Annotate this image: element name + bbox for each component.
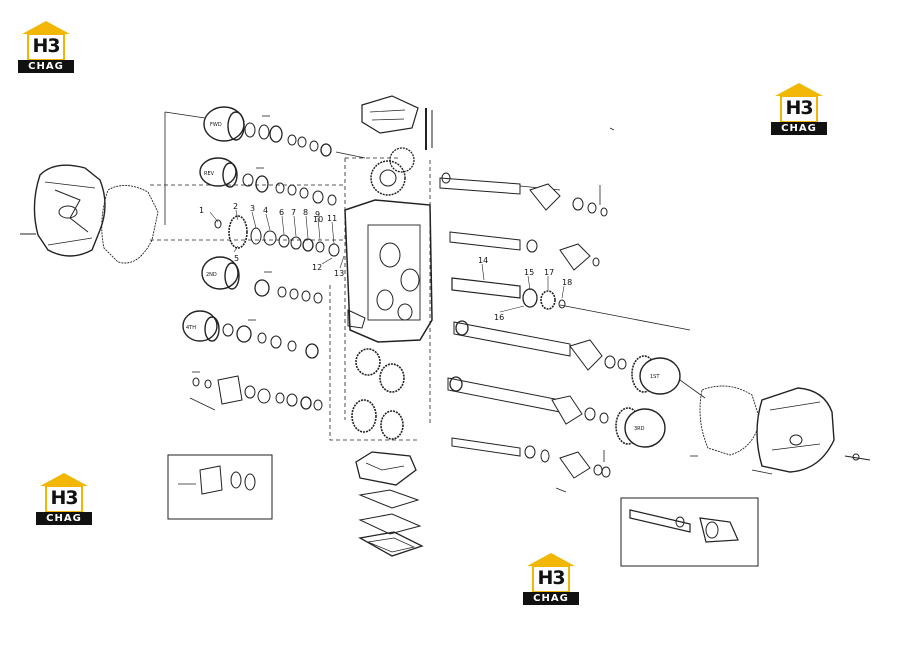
right-end-cover: [699, 385, 871, 475]
svg-text:REV: REV: [204, 171, 215, 177]
callout-label: 18: [562, 278, 572, 287]
callout-label: 7: [291, 208, 296, 217]
callout-label: 2: [233, 202, 238, 211]
callout-label: 1: [199, 206, 204, 215]
callout-label: 3: [250, 204, 255, 213]
callout-label: 6: [279, 208, 284, 217]
logo-roof-icon: [40, 473, 88, 512]
control-valve-block: [361, 95, 433, 150]
logo-subtext: CHAG: [771, 122, 827, 135]
logo-roof-icon: [527, 553, 575, 592]
construction-lines: [150, 157, 431, 441]
brand-logo-bottom-center: H3 CHAG: [523, 552, 579, 606]
callout-10-group: 10: [313, 215, 323, 224]
callout-label: 13: [334, 269, 344, 278]
brand-logo-top-right: H3 CHAG: [771, 82, 827, 136]
svg-text:4TH: 4TH: [186, 325, 196, 331]
callout-leaders: [209, 209, 565, 313]
transmission-housing: [344, 199, 433, 343]
row-rev-components: REV: [199, 157, 337, 206]
row-2nd-components: 2ND: [201, 256, 323, 304]
brand-logo-bottom-left: H3 CHAG: [36, 472, 92, 526]
logo-text: H3: [50, 487, 78, 509]
left-gasket: [101, 185, 159, 264]
logo-text: H3: [537, 567, 565, 589]
row-4th-components: 4TH: [182, 310, 319, 359]
svg-text:1ST: 1ST: [650, 374, 660, 380]
logo-subtext: CHAG: [18, 60, 74, 73]
logo-text: H3: [785, 97, 813, 119]
right-clutch-packs: 1ST 3RD: [615, 355, 706, 448]
callout-label: 11: [327, 214, 337, 223]
input-gear: [370, 147, 415, 196]
svg-text:2ND: 2ND: [206, 272, 217, 278]
left-end-cover: [33, 164, 106, 257]
logo-subtext: CHAG: [36, 512, 92, 525]
callout-label: 9: [315, 210, 320, 219]
callout-label: 4: [263, 206, 268, 215]
lower-gear-stack: [351, 348, 405, 440]
row-6-components: [189, 375, 323, 411]
oil-pan-stack: [355, 451, 424, 557]
callout-label: 14: [478, 256, 488, 265]
logo-roof-icon: [22, 21, 70, 60]
logo-roof-icon: [775, 83, 823, 122]
svg-text:3RD: 3RD: [634, 426, 645, 432]
callout-label: 5: [234, 254, 239, 263]
row-fwd-components: FWD: [164, 106, 366, 225]
logo-text: H3: [32, 35, 60, 57]
callout-label: 12: [312, 263, 322, 272]
inset-box-left: [167, 454, 273, 520]
brand-logo-top-left: H3 CHAG: [18, 20, 74, 74]
callout-label: 16: [494, 313, 504, 322]
part-callouts: 1 2 3 4 5 6 7 8 9 10 11 12 13 14 15 16 1…: [199, 202, 572, 322]
inset-box-right: [620, 497, 759, 567]
right-shafts: [439, 172, 691, 479]
hardware-marks: [192, 115, 698, 493]
callout-label: 10: [313, 215, 323, 224]
callout-label: 15: [524, 268, 534, 277]
row-numbered-parts: [214, 215, 340, 257]
callout-label: 17: [544, 268, 554, 277]
svg-text:FWD: FWD: [210, 122, 222, 128]
logo-subtext: CHAG: [523, 592, 579, 605]
callout-label: 8: [303, 208, 308, 217]
